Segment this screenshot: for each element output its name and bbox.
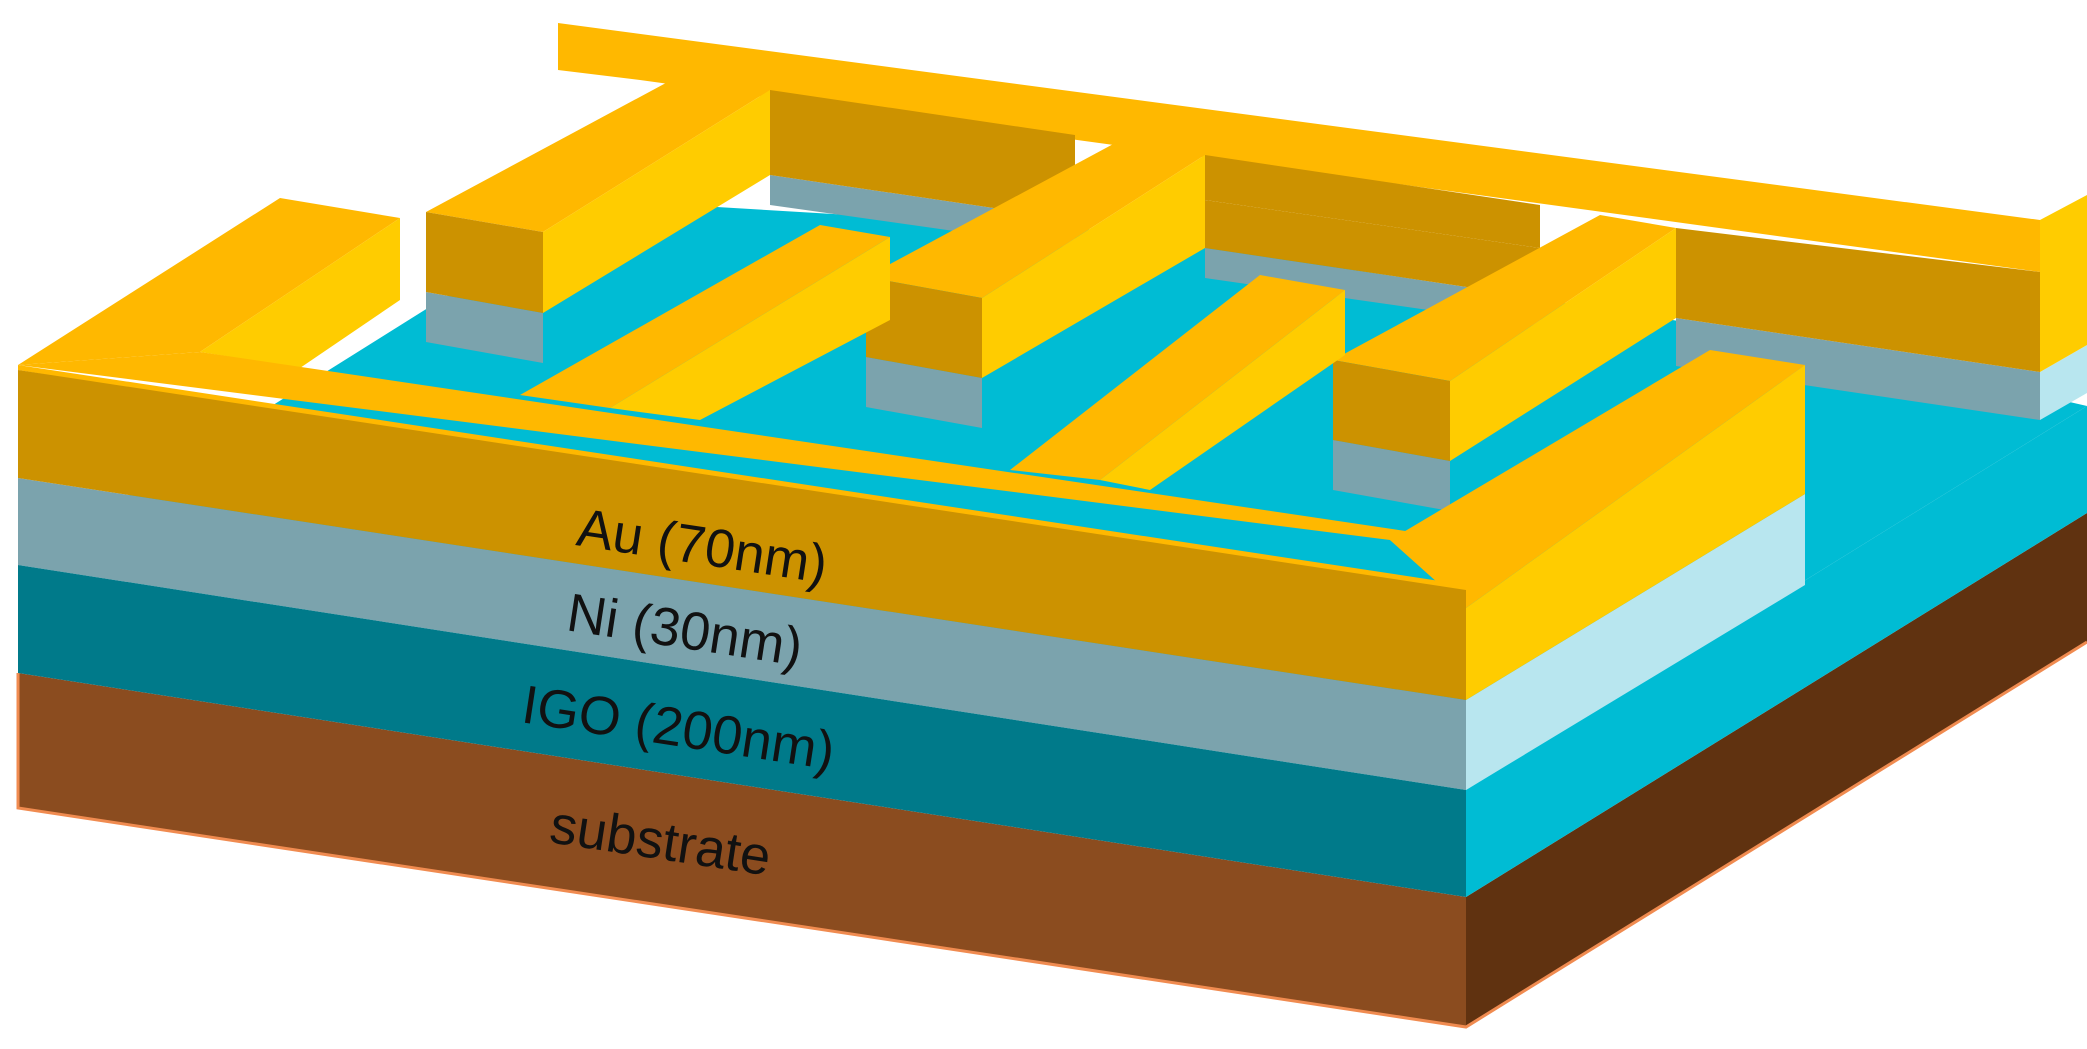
au-front-finger-a-top (520, 225, 890, 408)
ni-finger-tip-3 (1333, 440, 1450, 511)
au-front-finger-a-side (610, 237, 890, 420)
au-finger-2-top (866, 135, 1205, 298)
au-back-bar-front-right (1676, 228, 2040, 372)
au-finger-3-front (1333, 360, 1450, 461)
substrate-side-face (1466, 513, 2087, 1027)
au-back-bar-top (558, 23, 2040, 272)
au-finger-1-top (426, 70, 770, 232)
au-finger-3-top (1333, 215, 1676, 381)
au-front-bar-front (18, 370, 1466, 700)
au-back-slot-front-3 (1205, 200, 1540, 298)
au-back-bar-side (2040, 195, 2087, 372)
ni-finger-tip-2 (866, 357, 982, 428)
ni-side-face (1466, 494, 1805, 790)
au-front-finger-b-side (1100, 290, 1345, 490)
substrate-outline (16, 640, 2087, 1029)
au-front-finger-b-top (1010, 275, 1345, 480)
au-front-electrode (18, 198, 1805, 700)
au-finger-2-side (982, 155, 1205, 378)
au-left-arm-inner (200, 218, 400, 368)
au-finger-2-front (866, 277, 982, 378)
ni-back-right-side (2040, 345, 2087, 420)
au-right-arm-side (1466, 365, 1805, 700)
au-back-slot-front-1 (770, 90, 1075, 220)
substrate-layer (16, 513, 2087, 1029)
au-left-arm-top (18, 198, 400, 365)
au-finger-1-front (426, 212, 543, 313)
igo-front-face (18, 565, 1466, 897)
au-back-fingers (426, 70, 1676, 461)
au-back-electrode (558, 23, 2087, 372)
substrate-front-face (18, 673, 1466, 1027)
au-right-arm-top (1390, 350, 1805, 608)
ni-finger-tip-1 (426, 292, 543, 363)
ni-front-face (18, 478, 1466, 790)
au-front-bar-top (18, 352, 1466, 608)
au-finger-1-side (543, 90, 770, 313)
au-back-slot-front-2 (1205, 155, 1540, 248)
igo-side-face (1466, 406, 2087, 897)
ni-back-right (1676, 318, 2040, 420)
au-finger-3-side (1450, 228, 1676, 461)
